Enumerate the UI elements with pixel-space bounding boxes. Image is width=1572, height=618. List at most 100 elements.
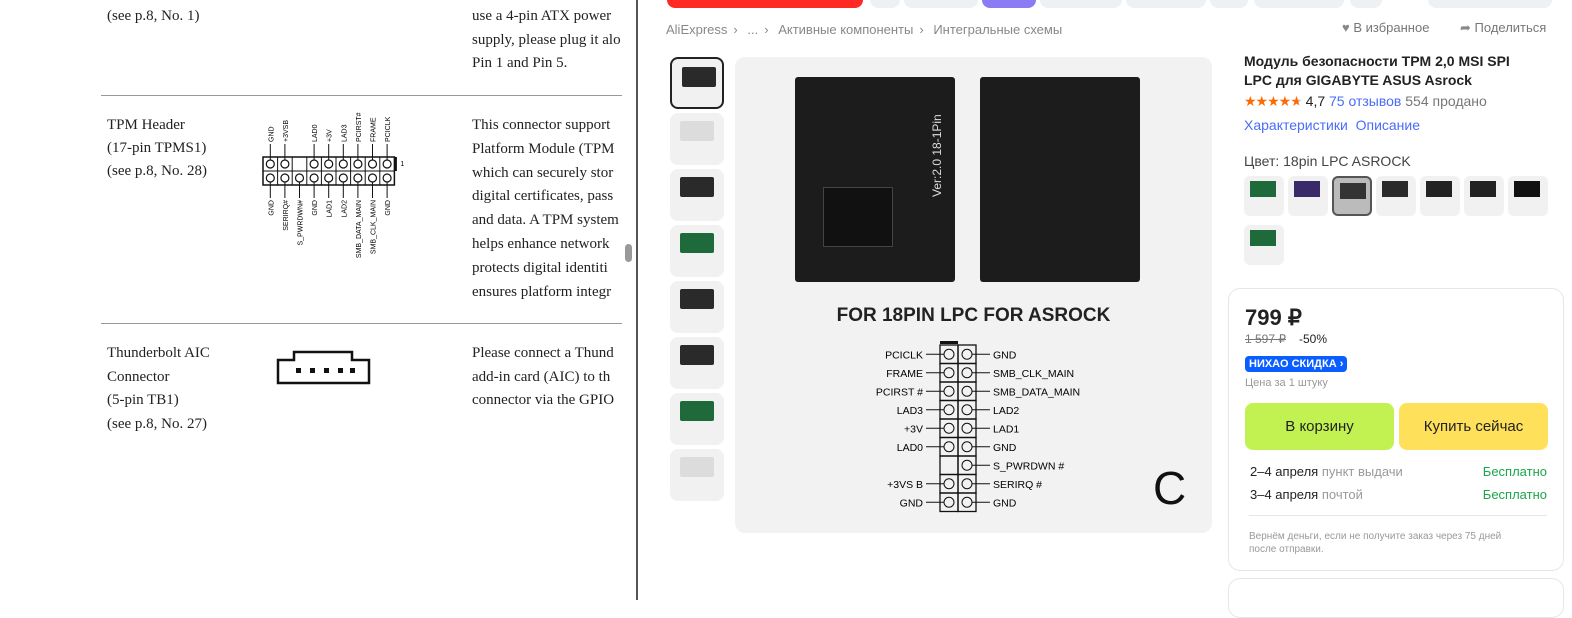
- share-label: Поделиться: [1474, 20, 1547, 35]
- tb-text: Please connect a Thund: [472, 345, 614, 361]
- breadcrumb-item[interactable]: AliExpress: [666, 22, 728, 37]
- pin-label: LAD0: [897, 442, 923, 454]
- pin: [265, 173, 275, 183]
- tpm-subtitle: (17-pin TPMS1): [107, 140, 207, 156]
- pin: [961, 348, 973, 360]
- top-nav-button[interactable]: [1254, 0, 1344, 8]
- tpm-ref: (see p.8, No. 28): [107, 163, 207, 179]
- row0-text: use a 4-pin ATX power: [472, 8, 612, 24]
- thumbnail[interactable]: [670, 169, 724, 221]
- color-swatch[interactable]: [1508, 176, 1548, 216]
- thumbnail[interactable]: [670, 113, 724, 165]
- top-nav-button[interactable]: [1040, 0, 1122, 8]
- split-divider[interactable]: [636, 0, 638, 600]
- per-unit-label: Цена за 1 штуку: [1245, 377, 1328, 389]
- color-swatch[interactable]: [1244, 176, 1284, 216]
- pin: [353, 159, 363, 169]
- tb-title: Connector: [107, 369, 170, 385]
- pin: [943, 496, 955, 508]
- pin-label: +3V: [327, 129, 334, 142]
- description-link[interactable]: Описание: [1355, 117, 1421, 133]
- rating-row: ★★★★★ 4,7 75 отзывов 554 продано: [1244, 93, 1487, 110]
- share-button[interactable]: ➦ Поделиться: [1460, 20, 1546, 36]
- pin: [265, 159, 275, 169]
- old-price: 1 597 ₽: [1245, 332, 1286, 346]
- pin-label: GND: [993, 497, 1017, 509]
- top-nav-button[interactable]: [1350, 0, 1382, 8]
- chevron-right-icon: ›: [764, 22, 769, 37]
- aliexpress-product-page: AliExpress› ...› Активные компоненты› Ин…: [638, 0, 1572, 618]
- top-nav-button[interactable]: [1428, 0, 1552, 8]
- heart-icon: ♥: [1342, 20, 1350, 35]
- color-swatch[interactable]: [1288, 176, 1328, 216]
- pin-label: LAD2: [993, 405, 1019, 417]
- buy-now-button[interactable]: Купить сейчас: [1399, 403, 1548, 450]
- top-nav-button[interactable]: [1126, 0, 1206, 8]
- guarantee-text: Вернём деньги, если не получите заказ че…: [1249, 531, 1502, 555]
- thumbnail[interactable]: [670, 281, 724, 333]
- tpm-text: Platform Module (TPM: [472, 140, 615, 157]
- pin-label: +3VSB: [283, 120, 290, 142]
- add-to-cart-button[interactable]: В корзину: [1245, 403, 1394, 450]
- discount: -50%: [1299, 332, 1328, 346]
- pin: [961, 459, 973, 471]
- breadcrumb-item[interactable]: ...: [747, 22, 759, 37]
- thumbnail[interactable]: [670, 57, 724, 109]
- pin: [961, 496, 973, 508]
- top-nav-button[interactable]: [667, 0, 863, 8]
- pin: [943, 385, 955, 397]
- tpm-text: ensures platform integr: [472, 283, 612, 300]
- tpm-text: and data. A TPM system: [472, 212, 619, 229]
- pin-label: SMB_CLK_MAIN: [993, 368, 1074, 380]
- promo-badge[interactable]: НИХАО СКИДКА ›: [1245, 356, 1348, 372]
- top-nav-button[interactable]: [904, 0, 978, 8]
- color-swatch[interactable]: [1244, 225, 1284, 265]
- pin: [961, 422, 973, 434]
- thumbnail[interactable]: [670, 393, 724, 445]
- color-swatch[interactable]: [1464, 176, 1504, 216]
- pin-label: SMB_DATA_MAIN: [356, 200, 363, 258]
- thumbnail[interactable]: [670, 225, 724, 277]
- characteristics-link[interactable]: Характеристики: [1244, 117, 1348, 133]
- image-thumbnails: [670, 57, 726, 505]
- top-nav-button[interactable]: [870, 0, 900, 8]
- favorite-button[interactable]: ♥ В избранное: [1342, 20, 1429, 35]
- pin: [324, 173, 334, 183]
- tpm-text: This connector support: [472, 117, 611, 133]
- pin-label: LAD1: [327, 200, 334, 218]
- pin: [280, 159, 290, 169]
- top-nav-button[interactable]: [1210, 0, 1248, 8]
- row0-text: Pin 1 and Pin 5.: [472, 55, 568, 71]
- delivery-cost: Бесплатно: [1482, 487, 1547, 502]
- main-product-image[interactable]: Ver:2.0 18-1Pin FOR 18PIN LPC FOR ASROCK…: [735, 57, 1212, 533]
- document-scrollbar[interactable]: [625, 244, 632, 262]
- pin-label: PCIRST#: [356, 112, 363, 142]
- breadcrumb-item[interactable]: Активные компоненты: [778, 22, 914, 37]
- pin-label: FRAME: [886, 368, 923, 380]
- top-nav-button[interactable]: [982, 0, 1036, 8]
- pin: [961, 478, 973, 490]
- pin: [353, 173, 363, 183]
- row0-text: supply, please plug it alo: [472, 32, 621, 48]
- breadcrumb: AliExpress› ...› Активные компоненты› Ин…: [666, 22, 1068, 37]
- pin: [943, 478, 955, 490]
- thumbnail[interactable]: [670, 449, 724, 501]
- pin-label: LAD0: [312, 124, 319, 142]
- pin-label: GND: [312, 200, 319, 216]
- tb-ref: (see p.8, No. 27): [107, 416, 207, 432]
- reviews-link[interactable]: 75 отзывов: [1329, 93, 1402, 109]
- delivery-cost: Бесплатно: [1482, 464, 1547, 479]
- breadcrumb-item[interactable]: Интегральные схемы: [933, 22, 1063, 37]
- color-swatch[interactable]: [1420, 176, 1460, 216]
- color-swatch[interactable]: [1332, 176, 1372, 216]
- tb-connector-diagram: [276, 350, 371, 385]
- thumbnail[interactable]: [670, 337, 724, 389]
- rating-value: 4,7: [1305, 93, 1326, 109]
- pin: [943, 367, 955, 379]
- pin-label: +3VS B: [887, 479, 923, 491]
- pdf-document: (see p.8, No. 1) use a 4-pin ATX power s…: [0, 0, 622, 600]
- pin-label: GND: [268, 200, 275, 216]
- pin: [961, 367, 973, 379]
- color-swatch[interactable]: [1376, 176, 1416, 216]
